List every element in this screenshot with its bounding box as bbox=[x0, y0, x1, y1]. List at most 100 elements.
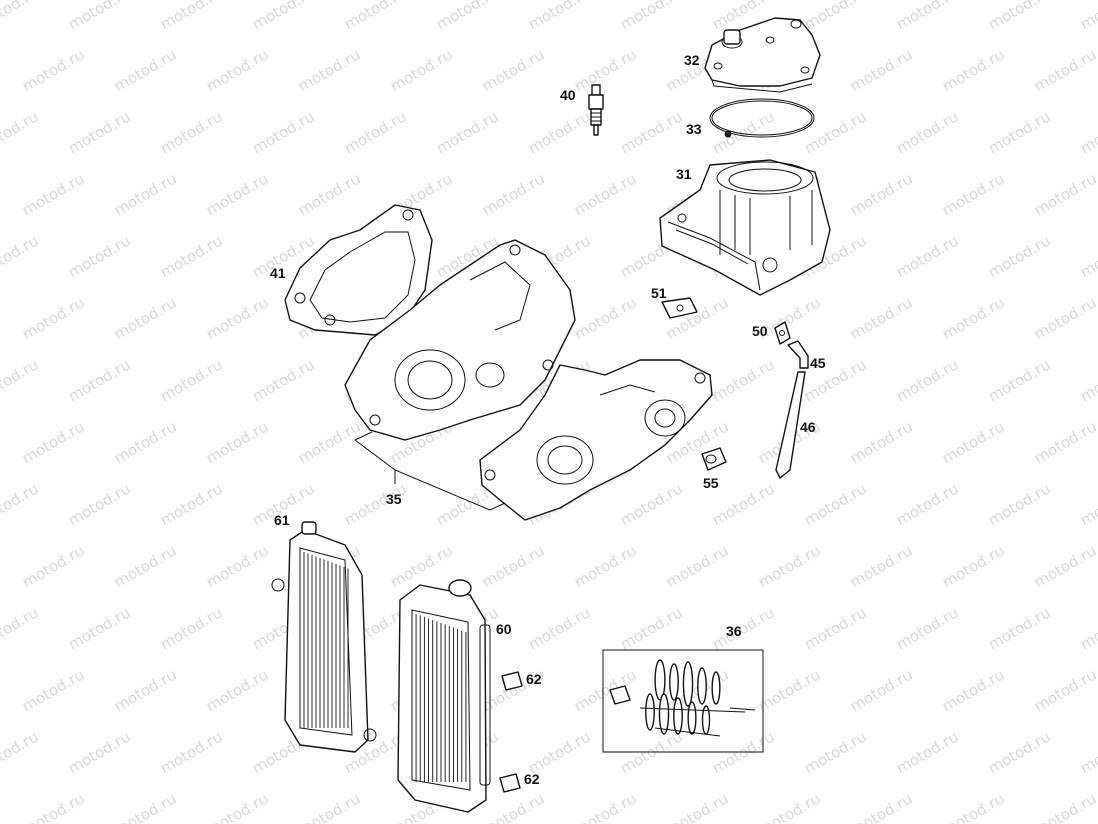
watermark-text: motod.ru bbox=[1031, 45, 1098, 95]
watermark-text: motod.ru bbox=[571, 665, 640, 715]
callout-32: 32 bbox=[684, 52, 700, 68]
watermark-text: motod.ru bbox=[755, 541, 824, 591]
watermark-text: motod.ru bbox=[847, 665, 916, 715]
watermark-text: motod.ru bbox=[0, 0, 42, 33]
watermark-text: motod.ru bbox=[19, 665, 88, 715]
watermark-text: motod.ru bbox=[65, 603, 134, 653]
watermark-text: motod.ru bbox=[387, 45, 456, 95]
callout-36: 36 bbox=[726, 623, 742, 639]
gear bbox=[697, 667, 707, 705]
watermark-text: motod.ru bbox=[341, 107, 410, 157]
watermark-text: motod.ru bbox=[249, 355, 318, 405]
watermark-text: motod.ru bbox=[111, 417, 180, 467]
watermark-text: motod.ru bbox=[939, 789, 1008, 824]
watermark-text: motod.ru bbox=[157, 727, 226, 777]
watermark-text: motod.ru bbox=[801, 479, 870, 529]
watermark-text: motod.ru bbox=[525, 727, 594, 777]
callout-41: 41 bbox=[270, 265, 286, 281]
watermark-text: motod.ru bbox=[111, 169, 180, 219]
watermark-text: motod.ru bbox=[157, 231, 226, 281]
watermark-text: motod.ru bbox=[203, 45, 272, 95]
callout-62-upper: 62 bbox=[526, 671, 542, 687]
watermark-text: motod.ru bbox=[939, 665, 1008, 715]
watermark-text: motod.ru bbox=[295, 417, 364, 467]
gear bbox=[645, 693, 655, 731]
watermark-text: motod.ru bbox=[571, 293, 640, 343]
watermark-text: motod.ru bbox=[571, 169, 640, 219]
watermark-text: motod.ru bbox=[1077, 603, 1098, 653]
vent-hose-part bbox=[775, 371, 806, 479]
watermark-text: motod.ru bbox=[157, 603, 226, 653]
watermark-text: motod.ru bbox=[19, 169, 88, 219]
gear bbox=[669, 663, 679, 701]
watermark-text: motod.ru bbox=[479, 45, 548, 95]
watermark-text: motod.ru bbox=[0, 231, 42, 281]
watermark-text: motod.ru bbox=[111, 293, 180, 343]
watermark-text: motod.ru bbox=[157, 0, 226, 33]
watermark-text: motod.ru bbox=[65, 479, 134, 529]
radiator-plug-part-upper bbox=[501, 671, 523, 691]
watermark-text: motod.ru bbox=[111, 665, 180, 715]
watermark-text: motod.ru bbox=[525, 603, 594, 653]
gear bbox=[654, 659, 666, 701]
watermark-text: motod.ru bbox=[939, 417, 1008, 467]
watermark-text: motod.ru bbox=[617, 479, 686, 529]
callout-51: 51 bbox=[651, 285, 667, 301]
watermark-text: motod.ru bbox=[65, 231, 134, 281]
watermark-text: motod.ru bbox=[19, 45, 88, 95]
watermark-text: motod.ru bbox=[203, 541, 272, 591]
crankcase-bracket bbox=[354, 431, 506, 511]
gear bbox=[673, 697, 683, 735]
left-radiator-part bbox=[271, 521, 377, 753]
watermark-text: motod.ru bbox=[985, 0, 1054, 33]
watermark-text: motod.ru bbox=[203, 293, 272, 343]
watermark-text: motod.ru bbox=[709, 355, 778, 405]
watermark-text: motod.ru bbox=[571, 789, 640, 824]
watermark-text: motod.ru bbox=[1077, 355, 1098, 405]
watermark-text: motod.ru bbox=[755, 665, 824, 715]
watermark-text: motod.ru bbox=[0, 355, 42, 405]
watermark-text: motod.ru bbox=[249, 107, 318, 157]
crankcase-right-half-part bbox=[479, 359, 713, 521]
watermark-text: motod.ru bbox=[939, 169, 1008, 219]
watermark-text: motod.ru bbox=[203, 789, 272, 824]
watermark-text: motod.ru bbox=[709, 603, 778, 653]
watermark-text: motod.ru bbox=[295, 789, 364, 824]
watermark-text: motod.ru bbox=[939, 541, 1008, 591]
clip-part bbox=[661, 297, 698, 319]
watermark-text: motod.ru bbox=[893, 479, 962, 529]
watermark-text: motod.ru bbox=[0, 727, 42, 777]
watermark-text: motod.ru bbox=[65, 107, 134, 157]
watermark-text: motod.ru bbox=[847, 541, 916, 591]
watermark-text: motod.ru bbox=[433, 107, 502, 157]
watermark-text: motod.ru bbox=[985, 479, 1054, 529]
gearbox-kit-frame bbox=[602, 649, 764, 753]
radiator-plug-part-lower bbox=[499, 773, 521, 793]
watermark-text: motod.ru bbox=[203, 417, 272, 467]
watermark-text: motod.ru bbox=[433, 0, 502, 33]
head-o-ring-part bbox=[709, 98, 815, 138]
watermark-text: motod.ru bbox=[571, 541, 640, 591]
needle-bearing-part bbox=[701, 447, 727, 471]
watermark-text: motod.ru bbox=[893, 603, 962, 653]
watermark-text: motod.ru bbox=[479, 169, 548, 219]
gearbox-shafts-part bbox=[609, 659, 756, 737]
callout-46: 46 bbox=[800, 419, 816, 435]
watermark-text: motod.ru bbox=[0, 603, 42, 653]
watermark-text: motod.ru bbox=[525, 0, 594, 33]
watermark-text: motod.ru bbox=[847, 45, 916, 95]
watermark-text: motod.ru bbox=[663, 789, 732, 824]
watermark-text: motod.ru bbox=[0, 107, 42, 157]
callout-61: 61 bbox=[274, 512, 290, 528]
watermark-text: motod.ru bbox=[19, 417, 88, 467]
cylinder-head-part bbox=[704, 17, 821, 93]
watermark-text: motod.ru bbox=[0, 479, 42, 529]
watermark-text: motod.ru bbox=[801, 0, 870, 33]
watermark-text: motod.ru bbox=[1077, 0, 1098, 33]
watermark-text: motod.ru bbox=[65, 727, 134, 777]
callout-50: 50 bbox=[752, 323, 768, 339]
watermark-text: motod.ru bbox=[1031, 541, 1098, 591]
watermark-text: motod.ru bbox=[19, 293, 88, 343]
watermark-text: motod.ru bbox=[157, 479, 226, 529]
